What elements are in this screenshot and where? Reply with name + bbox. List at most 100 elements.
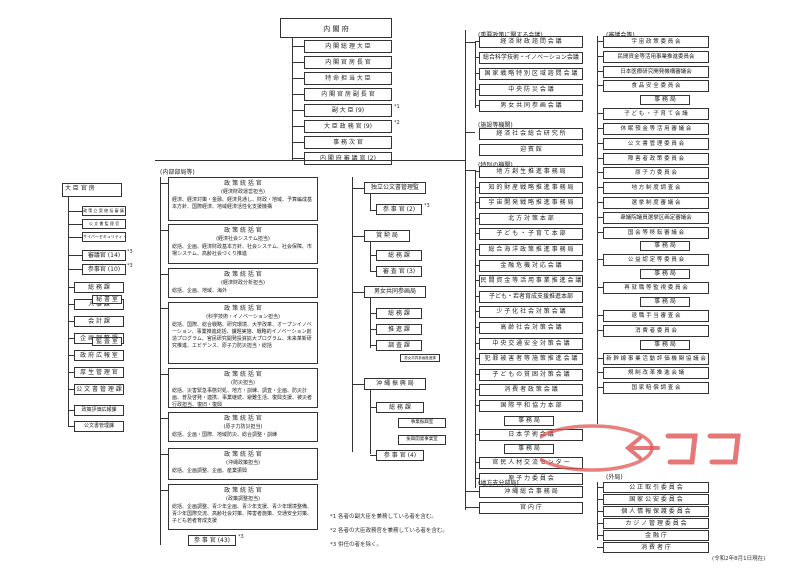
secretariat-title: 大 臣 官 房 xyxy=(62,183,122,197)
official-box: 事 務 次 官 xyxy=(304,136,392,149)
local-box: 沖 縄 総 合 事 務 局 xyxy=(479,486,583,498)
commission-box: 地 方 制 度 調 査 会 xyxy=(603,182,709,195)
policy-sub: (防災担当) xyxy=(231,380,255,386)
right-internal-title: 沖 縄 振 興 局 xyxy=(364,378,426,390)
special-box: 宇 宙 開 発 戦 略 推 進 事 務 局 xyxy=(479,197,583,210)
external-box: 国 家 公 安 委 員 会 xyxy=(603,494,709,505)
footnote: *1 各者の副大臣を兼務している者を含む。 xyxy=(330,514,437,520)
policy-desc: 総括、企画調整、企画、産業振興 xyxy=(172,468,248,474)
official-mark: *2 xyxy=(394,120,400,126)
policy-title: 政 策 統 括 官 xyxy=(224,271,262,278)
council-box: 国 家 戦 略 特 別 区 域 諮 問 会 議 xyxy=(479,68,583,80)
commission-box: 新 幹 線 事 業 活 動 評 価 機 関 協 議 会 xyxy=(603,352,709,365)
secretariat-item-mark: *3 xyxy=(127,263,133,269)
policy-title: 政 策 統 括 官 xyxy=(224,487,262,494)
policy-desc: 総括、企画・国際、地域防災、総合調整・訓練 xyxy=(172,432,278,438)
secretariat-division-box: 政 府 広 報 室 xyxy=(74,350,124,361)
handwritten-annotation xyxy=(540,424,741,472)
policy-bottom: 参 事 官 (43) xyxy=(188,535,236,546)
policy-block: 政 策 統 括 官(経済財政分析担当)総括、企画、地域、海外 xyxy=(168,268,318,298)
commission-sub-box: 事 務 局 xyxy=(640,241,690,252)
commission-box: 国 家 賠 償 調 査 会 xyxy=(603,382,709,395)
policy-title: 政 策 統 括 官 xyxy=(224,415,262,422)
secretariat-item-box: 審議官 (14) xyxy=(82,250,126,261)
policy-sub: (経済財政運営担当) xyxy=(221,189,265,195)
commission-box: 規 制 改 革 推 進 会 議 xyxy=(603,367,709,380)
special-sub-box: 事 務 局 xyxy=(504,444,554,455)
policy-title: 政 策 統 括 官 xyxy=(224,305,262,312)
secretariat-sub-box: 秘 書 室 xyxy=(92,295,122,304)
special-box: 子ども・若者育成支援推進本部 xyxy=(479,290,583,303)
right-internal-extra: 事業振興室 xyxy=(398,418,446,428)
policy-title: 政 策 統 括 官 xyxy=(224,371,262,378)
policy-title: 政 策 統 括 官 xyxy=(224,227,262,234)
policy-sub: (経済財政分析担当) xyxy=(221,280,265,286)
right-internal-sub: 総 務 課 xyxy=(376,308,422,319)
policy-sub: (経済社会システム担当) xyxy=(216,236,270,242)
right-internal-sub: 推 進 課 xyxy=(376,324,422,335)
policy-desc: 経済、経済対策・金融、経済見通し、財政・地域、予算編成基本方針、国際経済、地域経… xyxy=(172,197,313,210)
local-box: 官 内 庁 xyxy=(479,502,583,514)
commission-box: 公 文 書 管 理 委 員 会 xyxy=(603,137,709,150)
external-header: (外局) xyxy=(606,474,623,481)
secretariat-small-box: 政 策 立 案 総 括 審 議 官 xyxy=(82,206,126,216)
official-mark: *1 xyxy=(394,104,400,110)
secretariat-small-box: 公 文 書 監 理 官 xyxy=(82,219,126,229)
council-box: 中 央 防 災 会 議 xyxy=(479,84,583,96)
special-box: 金 融 危 機 対 応 会 議 xyxy=(479,259,583,272)
external-box: カ ジ ノ 管 理 委 員 会 xyxy=(603,518,709,529)
secretariat-small-box: サイバーセキュリティ・情報化審議官 xyxy=(82,232,126,242)
facilities-header: (施設等機関) xyxy=(478,122,513,129)
commission-sub-box: 事 務 局 xyxy=(640,269,690,280)
commission-box: 再 就 職 等 監 視 委 員 会 xyxy=(603,282,709,295)
commission-sub-box: 事 務 局 xyxy=(640,297,690,307)
official-box: 特 命 担 当 大 臣 xyxy=(304,72,392,85)
policy-block: 政 策 統 括 官(沖縄政策担当)総括、企画調整、企画、産業振興 xyxy=(168,448,318,480)
policy-block: 政 策 統 括 官 (防災担当) 総括、災害緊急事態対処、地方・訓練、調査・企画、防… xyxy=(168,368,318,408)
secretariat-extra-box: 公文書管理課 xyxy=(74,421,124,432)
right-internal-sub: 審 査 官 (3) xyxy=(376,266,422,277)
commission-box: 食 品 安 全 委 員 会 xyxy=(603,80,709,93)
special-box: 高 齢 社 会 対 策 会 議 xyxy=(479,322,583,334)
special-box: 原 子 力 委 員 会 xyxy=(479,472,583,485)
commission-box: 民間資金等活用事業推進委員会 xyxy=(603,50,709,63)
policy-desc: 総括、災害緊急事態対処、地方・訓練、調査・企画、防災計画、普及啓発・連携、事業継… xyxy=(172,388,313,408)
date-note: (令和2年8月1日現在) xyxy=(712,556,766,562)
secretariat-sub-box: 監 査 室 xyxy=(92,337,122,346)
secretariat-item-box: 参事官 (10) xyxy=(82,264,126,275)
secretariat-item-mark: *3 xyxy=(127,249,133,255)
special-box: 総 合 海 洋 政 策 推 進 事 務 局 xyxy=(479,244,583,256)
local-header: (地方支分部局) xyxy=(478,480,519,487)
policy-bottom-mark: *3 xyxy=(238,534,244,540)
right-internal-title: 賞 勲 局 xyxy=(364,230,410,242)
internal-header: (内部部局等) xyxy=(160,169,195,176)
official-box: 大 臣 政 務 官 (9) xyxy=(304,120,392,133)
footnote: *3 併任の者を除く。 xyxy=(330,542,382,548)
right-internal-sub: 参 事 官 (4) xyxy=(376,450,424,461)
special-sub-box: 事 務 局 xyxy=(504,415,554,426)
right-internal-sub: 参 事 官 (2) xyxy=(376,204,422,215)
external-box: 消 費 者 庁 xyxy=(603,542,709,553)
commission-box: 障 害 者 政 策 委 員 会 xyxy=(603,152,709,165)
special-box: 北 方 対 策 本 部 xyxy=(479,212,583,225)
official-box: 内 閣 官 房 長 官 xyxy=(304,56,392,69)
special-box: 知 的 財 産 戦 略 推 進 事 務 局 xyxy=(479,181,583,194)
right-internal-title: 独立公文書管理監 xyxy=(364,182,426,194)
right-internal-mark: *3 xyxy=(424,203,430,209)
secretariat-division-box: 総 務 課 xyxy=(74,282,124,293)
special-box: 地 方 創 生 推 進 事 務 局 xyxy=(479,166,583,178)
commission-box: 休 眠 預 金 等 活 用 審 議 会 xyxy=(603,123,709,135)
policy-sub: (原子力防災担当) xyxy=(223,424,263,430)
commission-box: 選 挙 制 度 審 議 会 xyxy=(603,197,709,209)
policy-desc: 総括、国際、総合戦略、研究環境、大学改革、オープンイノベーション、事業推進総括、… xyxy=(172,322,312,349)
policy-block: 政 策 統 括 官(経済財政運営担当)経済、経済対策・金融、経済見通し、財政・地… xyxy=(168,177,318,221)
policy-block: 政 策 統 括 官(経済社会システム担当)総括、企画、経済財政基本方針、社会シス… xyxy=(168,224,318,264)
policy-desc: 総括、企画調整、青少年企画、青少年支援、青少年環境整備、青少年国際交流、高齢社会… xyxy=(172,504,313,524)
official-box: 副 大 臣 (9) xyxy=(304,104,392,117)
special-box: 少 子 化 社 会 対 策 会 議 xyxy=(479,306,583,319)
special-box: 国 際 平 和 協 力 本 部 xyxy=(479,400,583,412)
secretariat-division-box: 会 計 課 xyxy=(74,316,124,327)
secretariat-division-box: 公 文 書 管 理 課 xyxy=(74,384,124,395)
commission-box: 公 益 認 定 等 委 員 会 xyxy=(603,254,709,267)
